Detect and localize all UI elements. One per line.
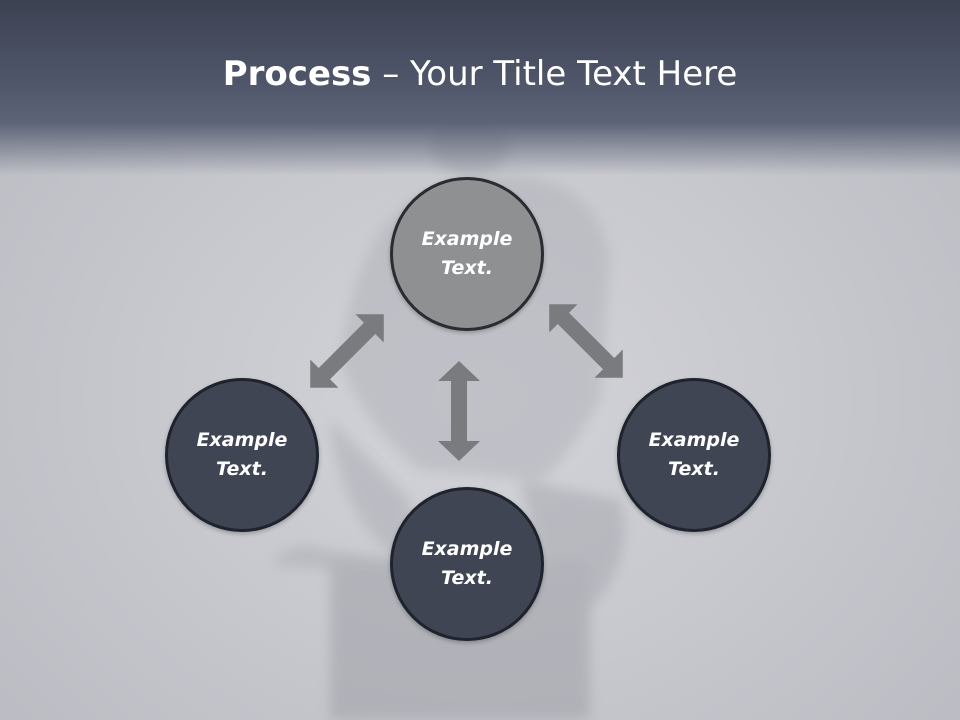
node-left-text: Example Text.	[196, 429, 288, 480]
title-rest: – Your Title Text Here	[371, 54, 738, 94]
node-left: Example Text.	[165, 378, 319, 532]
node-top-text: Example Text.	[421, 228, 513, 279]
node-right: Example Text.	[617, 378, 771, 532]
slide-title: Process – Your Title Text Here	[0, 52, 960, 96]
node-bottom: Example Text.	[390, 487, 544, 641]
title-bold: Process	[222, 54, 372, 94]
double-arrow-left	[310, 314, 384, 388]
node-right-text: Example Text.	[648, 429, 740, 480]
double-arrow-right	[549, 304, 623, 378]
title-bar	[0, 0, 960, 175]
node-top: Example Text.	[390, 177, 544, 331]
node-bottom-text: Example Text.	[421, 538, 513, 589]
double-arrow-vertical	[438, 361, 480, 461]
